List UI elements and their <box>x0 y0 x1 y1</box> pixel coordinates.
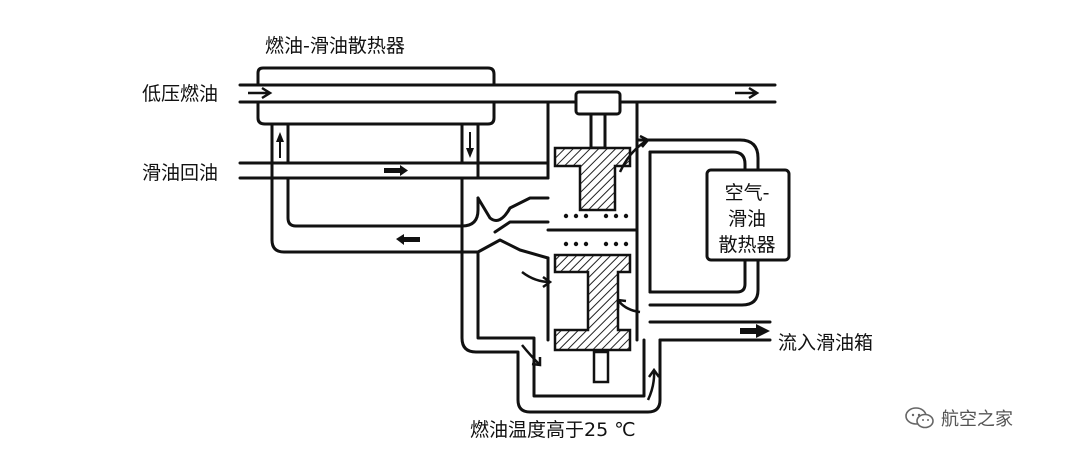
fuel-oil-cooler-label: 燃油-滑油散热器 <box>265 35 405 57</box>
fuel-inlet-arrow <box>248 86 273 100</box>
air-oil-cooler-label-line-2: 滑油 <box>727 208 766 230</box>
oil-return-label: 滑油回油 <box>142 162 219 184</box>
thermostat-cap <box>574 90 622 116</box>
lower-spool <box>553 253 632 352</box>
bypass-y-mid <box>493 220 550 234</box>
fuel-outlet-arrow <box>735 86 760 100</box>
upper-spool <box>553 146 632 212</box>
oil-return-arrow <box>384 165 408 176</box>
thermostat-stem <box>589 112 607 150</box>
lower-spool-stem <box>592 350 610 384</box>
bypass-loop-inner <box>286 176 480 228</box>
lower-bypass-inner <box>476 250 646 398</box>
air-cooler-inlet-pipe <box>635 138 760 172</box>
watermark-text: 航空之家 <box>941 409 1013 430</box>
up-arrow-left <box>276 132 284 158</box>
lower-bypass-outer <box>460 176 662 414</box>
air-cooler-inlet-pipe-inner <box>648 150 747 172</box>
cooler-left-loop-outer <box>270 238 464 254</box>
low-pressure-fuel-label: 低压燃油 <box>142 83 219 105</box>
valve-top-flow-arrow <box>618 134 650 173</box>
lower-bypass-arrow <box>521 344 542 367</box>
wechat-icon <box>905 407 934 429</box>
tank-arrow <box>740 324 770 338</box>
bypass-y-upper <box>476 196 550 222</box>
air-oil-cooler-label: 空气- 滑油 散热器 <box>712 180 782 258</box>
to-oil-tank-label: 流入滑油箱 <box>778 332 874 354</box>
bypass-left-arrow <box>396 234 420 245</box>
bottom-return-arrow <box>646 367 661 401</box>
bypass-y-lower <box>460 238 550 260</box>
valve-lower-left-arrow <box>521 271 553 289</box>
air-oil-cooler-label-line-1: 空气- <box>724 182 770 204</box>
fuel-oil-cooler-bottom <box>256 100 496 126</box>
air-cooler-outlet-pipe <box>648 258 760 307</box>
watermark: 航空之家 <box>905 405 1013 431</box>
air-oil-cooler-box <box>705 168 791 262</box>
air-oil-cooler-label-line-3: 散热器 <box>718 234 776 256</box>
air-cooler-outlet-pipe-inner <box>648 258 747 294</box>
fuel-oil-cooler-top <box>256 66 496 87</box>
valve-mid-right-arrow <box>616 298 641 314</box>
fuel-temp-condition-label: 燃油温度高于25 ℃ <box>470 419 636 441</box>
down-arrow-right <box>466 132 474 158</box>
